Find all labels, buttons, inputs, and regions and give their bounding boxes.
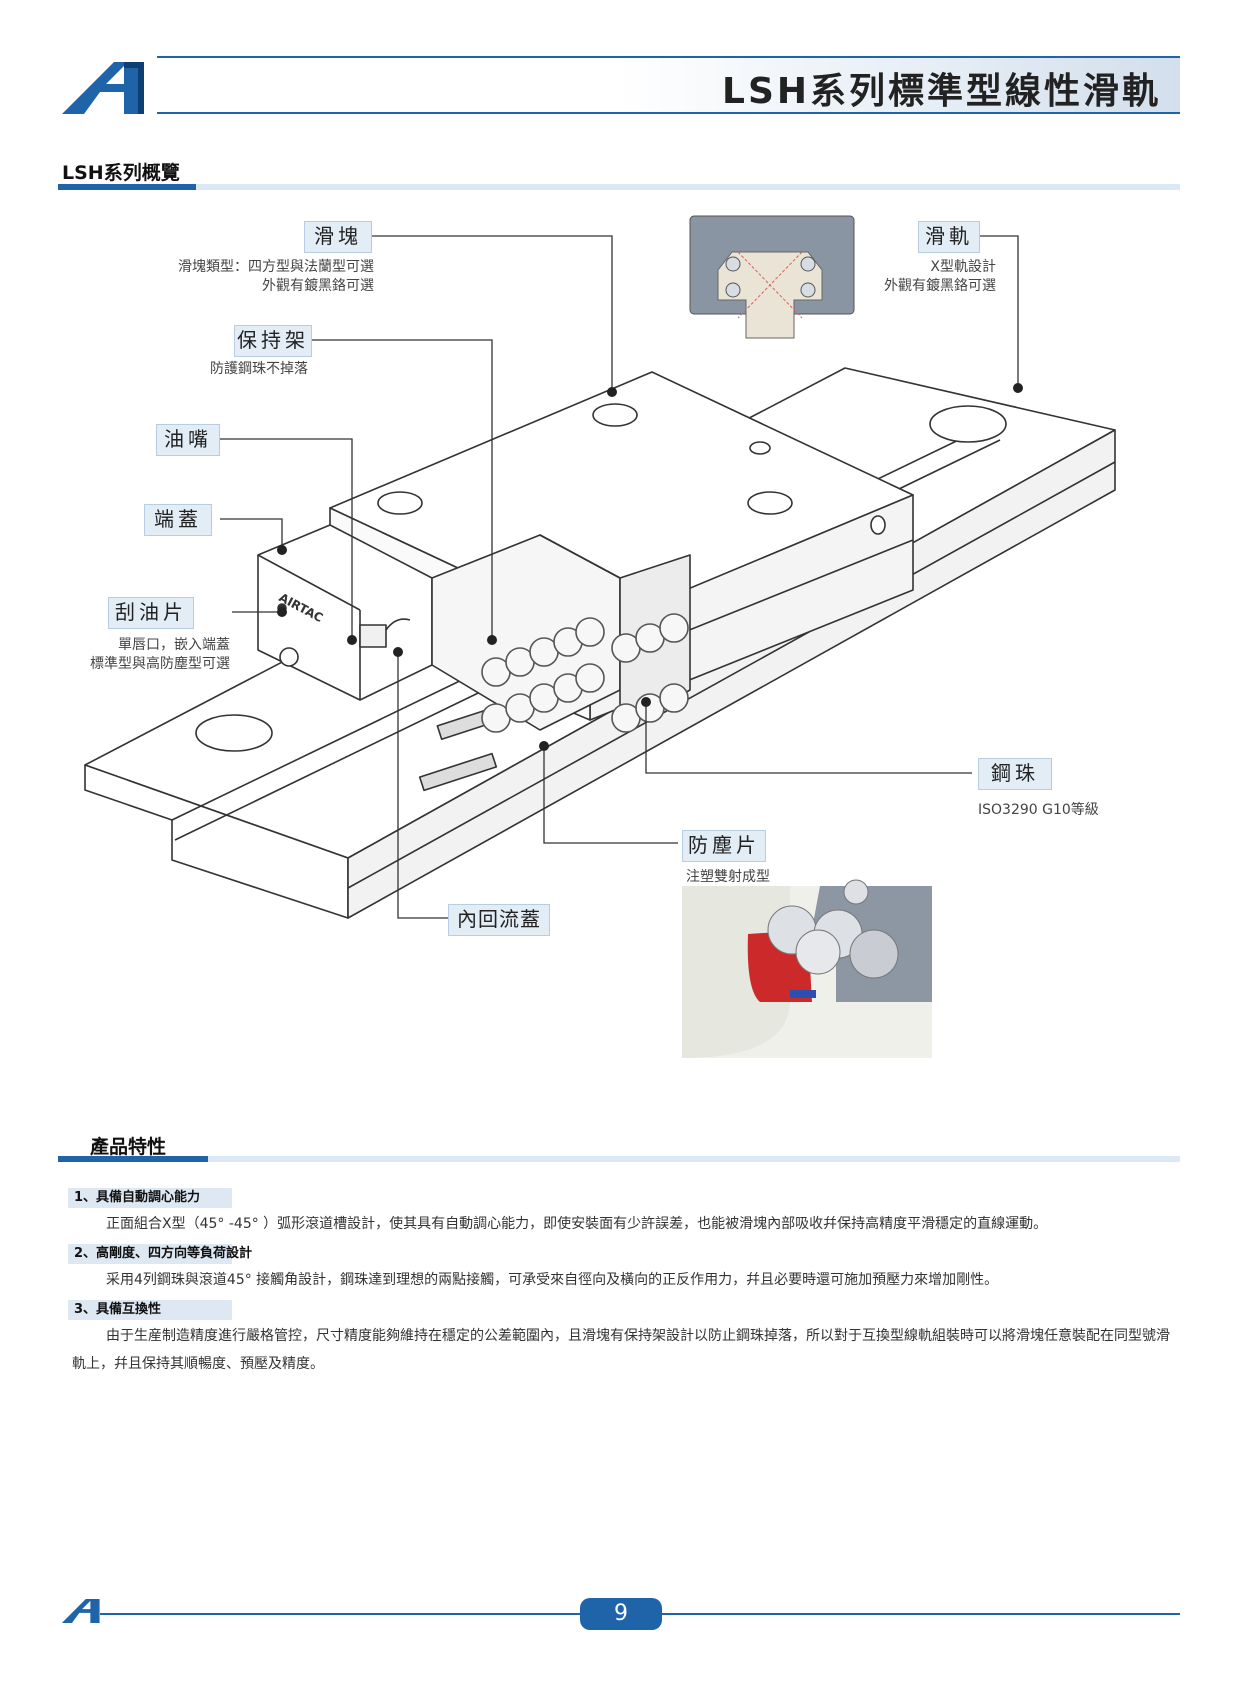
callout-ball-label: 鋼珠 [978, 758, 1052, 790]
feature-2-heading: 2、高剛度、四方向等負荷設計 [68, 1244, 252, 1264]
callout-wiper-label: 刮油片 [108, 597, 194, 629]
callout-rail-desc: X型軌設計 外觀有鍍黑鉻可選 [884, 259, 996, 294]
page-title: LSH系列標準型線性滑軌 [722, 71, 1161, 112]
feature-3-heading: 3、具備互換性 [68, 1300, 232, 1320]
seal-cross-section-inset [682, 879, 932, 1058]
page-number-badge: 9 [580, 1598, 662, 1630]
callout-return-label: 內回流蓋 [448, 904, 550, 936]
callout-wiper-desc: 單唇口，嵌入端蓋 標準型與高防塵型可選 [90, 637, 230, 672]
callout-retainer-label: 保持架 [234, 325, 312, 357]
callout-block-desc: 滑塊類型：四方型與法蘭型可選 外觀有鍍黑鉻可選 [178, 259, 374, 294]
grease-nipple [359, 618, 411, 648]
company-logo-icon [62, 62, 144, 114]
callout-endcap-label: 端蓋 [144, 504, 212, 536]
callout-block-label: 滑塊 [304, 221, 372, 253]
callout-seal-label: 防塵片 [682, 830, 766, 862]
callout-nipple-label: 油嘴 [156, 424, 220, 456]
callout-rail-label: 滑軌 [918, 221, 980, 253]
callout-seal-desc: 注塑雙射成型 [686, 869, 770, 885]
feature-1-heading: 1、具備自動調心能力 [68, 1188, 232, 1208]
rail-cross-section-inset [689, 215, 855, 339]
linear-guide-diagram: AIRTAC [84, 215, 1116, 1058]
features-section-title: 產品特性 [90, 1136, 167, 1158]
features-section-rule [58, 1156, 1180, 1162]
overview-section-title: LSH系列概覽 [62, 162, 180, 184]
steel-balls-group [481, 613, 689, 733]
feature-3-body: 由于生産制造精度進行嚴格管控，尺寸精度能夠維持在穩定的公差範圍內，且滑塊有保持架… [72, 1328, 1170, 1372]
callout-retainer-desc: 防護鋼珠不掉落 [210, 361, 308, 377]
end-cap-body [257, 524, 433, 701]
callout-ball-desc: ISO3290 G10等級 [978, 802, 1099, 818]
feature-1-body: 正面組合X型（45° -45° ）弧形滾道槽設計，使其具有自動調心能力，即使安裝… [106, 1216, 1048, 1232]
overview-section-rule [58, 184, 1180, 190]
footer-logo-icon [61, 1599, 100, 1623]
header-bar [157, 56, 1180, 114]
feature-2-body: 采用4列鋼珠與滾道45° 接觸角設計，鋼珠達到理想的兩點接觸，可承受來自徑向及橫… [106, 1272, 999, 1288]
